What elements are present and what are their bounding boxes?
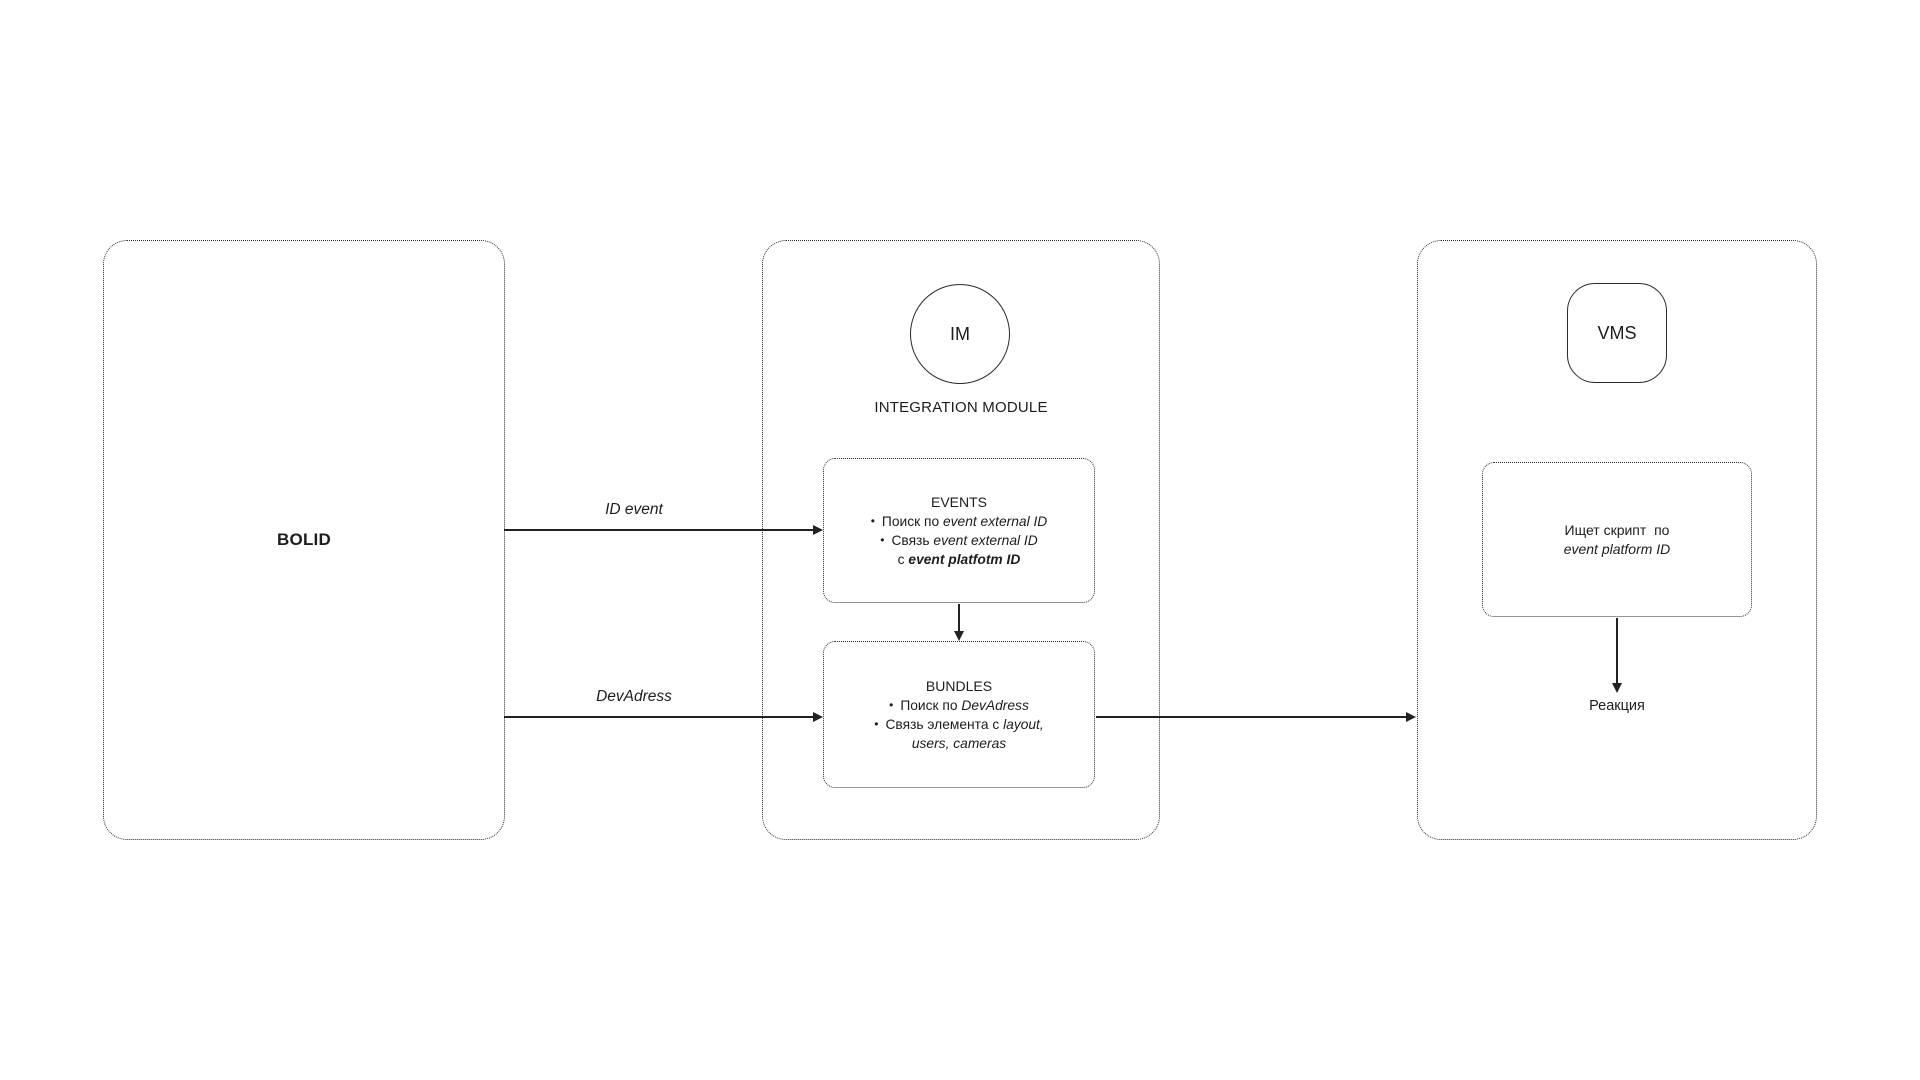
bundles-bullet-1-text: Поиск по	[900, 697, 962, 713]
events-bullet-1-italic: event external ID	[942, 513, 1048, 529]
bolid-label: BOLID	[277, 530, 331, 549]
bullet-glyph: •	[870, 513, 875, 528]
bundles-bullet-2: • Связь элемента с layout,	[874, 715, 1043, 734]
events-to-bundles-arrowhead	[954, 631, 964, 641]
bullet-glyph: •	[880, 532, 885, 547]
bundles-line-3-italic: users, cameras	[911, 735, 1007, 751]
dev-adress-arrow-line	[504, 716, 814, 718]
im-circle-label: IM	[950, 323, 970, 344]
events-bullet-2-text: Связь	[891, 532, 934, 548]
script-to-reaction-arrow-line	[1616, 618, 1618, 685]
events-line-3-text: с	[897, 551, 909, 567]
id-event-label: ID event	[605, 501, 663, 518]
id-event-arrow-line	[504, 529, 814, 531]
events-bullet-2: • Связь event external ID	[880, 531, 1037, 550]
vms-badge-label: VMS	[1597, 322, 1637, 343]
bundles-to-vms-arrow-line	[1096, 716, 1407, 718]
bullet-glyph: •	[874, 716, 879, 731]
vms-script-line-2: event platform ID	[1563, 540, 1671, 557]
events-title: EVENTS	[930, 493, 987, 510]
bundles-bullet-2-text: Связь элемента с	[885, 716, 1004, 732]
vms-script-node: Ищет скрипт по event platform ID	[1482, 462, 1752, 617]
reaction-label: Реакция	[1589, 698, 1645, 714]
dev-adress-arrowhead	[813, 712, 823, 722]
events-bullet-1-text: Поиск по	[881, 513, 943, 529]
vms-script-line-1: Ищет скрипт по	[1564, 521, 1670, 538]
integration-module-caption: INTEGRATION MODULE	[874, 399, 1048, 416]
bundles-bullet-1: • Поиск по DevAdress	[889, 696, 1029, 715]
events-bullet-1: • Поиск по event external ID	[871, 512, 1048, 531]
id-event-arrowhead	[813, 525, 823, 535]
im-circle-badge: IM	[910, 284, 1010, 384]
bundles-line-3: users, cameras	[912, 734, 1006, 753]
bundles-bullet-1-italic: DevAdress	[961, 697, 1029, 713]
bolid-panel: BOLID	[103, 240, 505, 840]
script-to-reaction-arrowhead	[1612, 683, 1622, 693]
events-bullet-2-italic: event external ID	[933, 532, 1038, 548]
events-to-bundles-arrow-line	[958, 604, 960, 633]
bundles-to-vms-arrowhead	[1406, 712, 1416, 722]
events-line-3: с event platfotm ID	[898, 550, 1021, 569]
dev-adress-label: DevAdress	[596, 688, 672, 705]
events-line-3-bold-italic: event platfotm ID	[908, 551, 1021, 567]
vms-badge: VMS	[1567, 283, 1667, 383]
events-node: EVENTS • Поиск по event external ID • Связ…	[823, 458, 1095, 603]
bundles-title: BUNDLES	[925, 677, 993, 694]
bundles-bullet-2-italic: layout,	[1003, 716, 1044, 732]
bullet-glyph: •	[889, 697, 894, 712]
bundles-node: BUNDLES • Поиск по DevAdress • Связь элеме…	[823, 641, 1095, 788]
